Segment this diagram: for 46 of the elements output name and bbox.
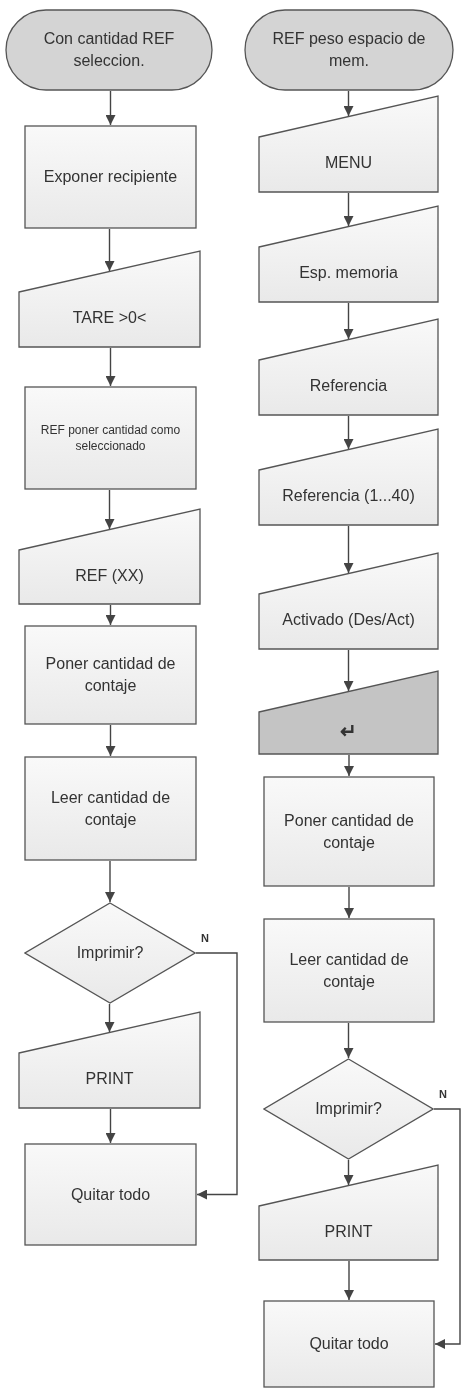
node-text: Poner cantidad de contaje: [283, 810, 415, 853]
node-text: Leer cantidad de contaje: [49, 787, 172, 830]
arrow: [344, 886, 354, 919]
arrow: [105, 604, 116, 626]
arrow: [343, 1022, 354, 1059]
arrow: [105, 860, 115, 903]
node-text: Con cantidad REF seleccion.: [42, 29, 176, 71]
node-text: Imprimir?: [76, 943, 144, 964]
arrow: [344, 1260, 354, 1301]
edge-label: N: [438, 1089, 448, 1100]
arrow: [343, 90, 354, 117]
node-text: MENU: [324, 153, 373, 174]
node-text: Poner cantidad de contaje: [44, 654, 177, 696]
node-text: Esp. memoria: [299, 263, 398, 284]
node-text: PRINT: [324, 1221, 373, 1242]
node-text: Referencia: [309, 376, 388, 397]
node-text: Imprimir?: [315, 1099, 382, 1120]
node-text: PRINT: [85, 1069, 134, 1090]
arrow: [195, 952, 238, 1200]
arrow: [104, 489, 115, 530]
arrow: [343, 1159, 354, 1186]
arrow: [343, 415, 354, 450]
node-text: TARE >0<: [72, 308, 147, 329]
arrow: [105, 90, 116, 126]
node-text: Leer cantidad de contaje: [288, 949, 410, 992]
arrow: [105, 347, 116, 387]
arrow: [433, 1108, 461, 1349]
node-text: Activado (Des/Act): [282, 610, 415, 631]
arrow: [104, 228, 115, 272]
arrow: [104, 1003, 115, 1033]
edge-label: N: [200, 933, 210, 944]
arrow: [105, 1108, 116, 1144]
node-text: REF (XX): [75, 565, 144, 586]
arrow: [343, 525, 354, 574]
arrow: [343, 649, 354, 692]
arrow: [343, 302, 354, 340]
node-text: Referencia (1...40): [282, 486, 415, 507]
node-text: Quitar todo: [70, 1184, 151, 1205]
node-text: REF peso espacio de mem.: [271, 29, 427, 71]
node-text: Exponer recipiente: [43, 167, 178, 188]
arrow: [343, 192, 354, 227]
node-text: Quitar todo: [309, 1334, 389, 1355]
arrow: [105, 724, 116, 757]
node-text: REF poner cantidad como seleccionado: [39, 421, 182, 455]
node-text: ↵: [340, 719, 357, 744]
arrow: [344, 754, 354, 777]
